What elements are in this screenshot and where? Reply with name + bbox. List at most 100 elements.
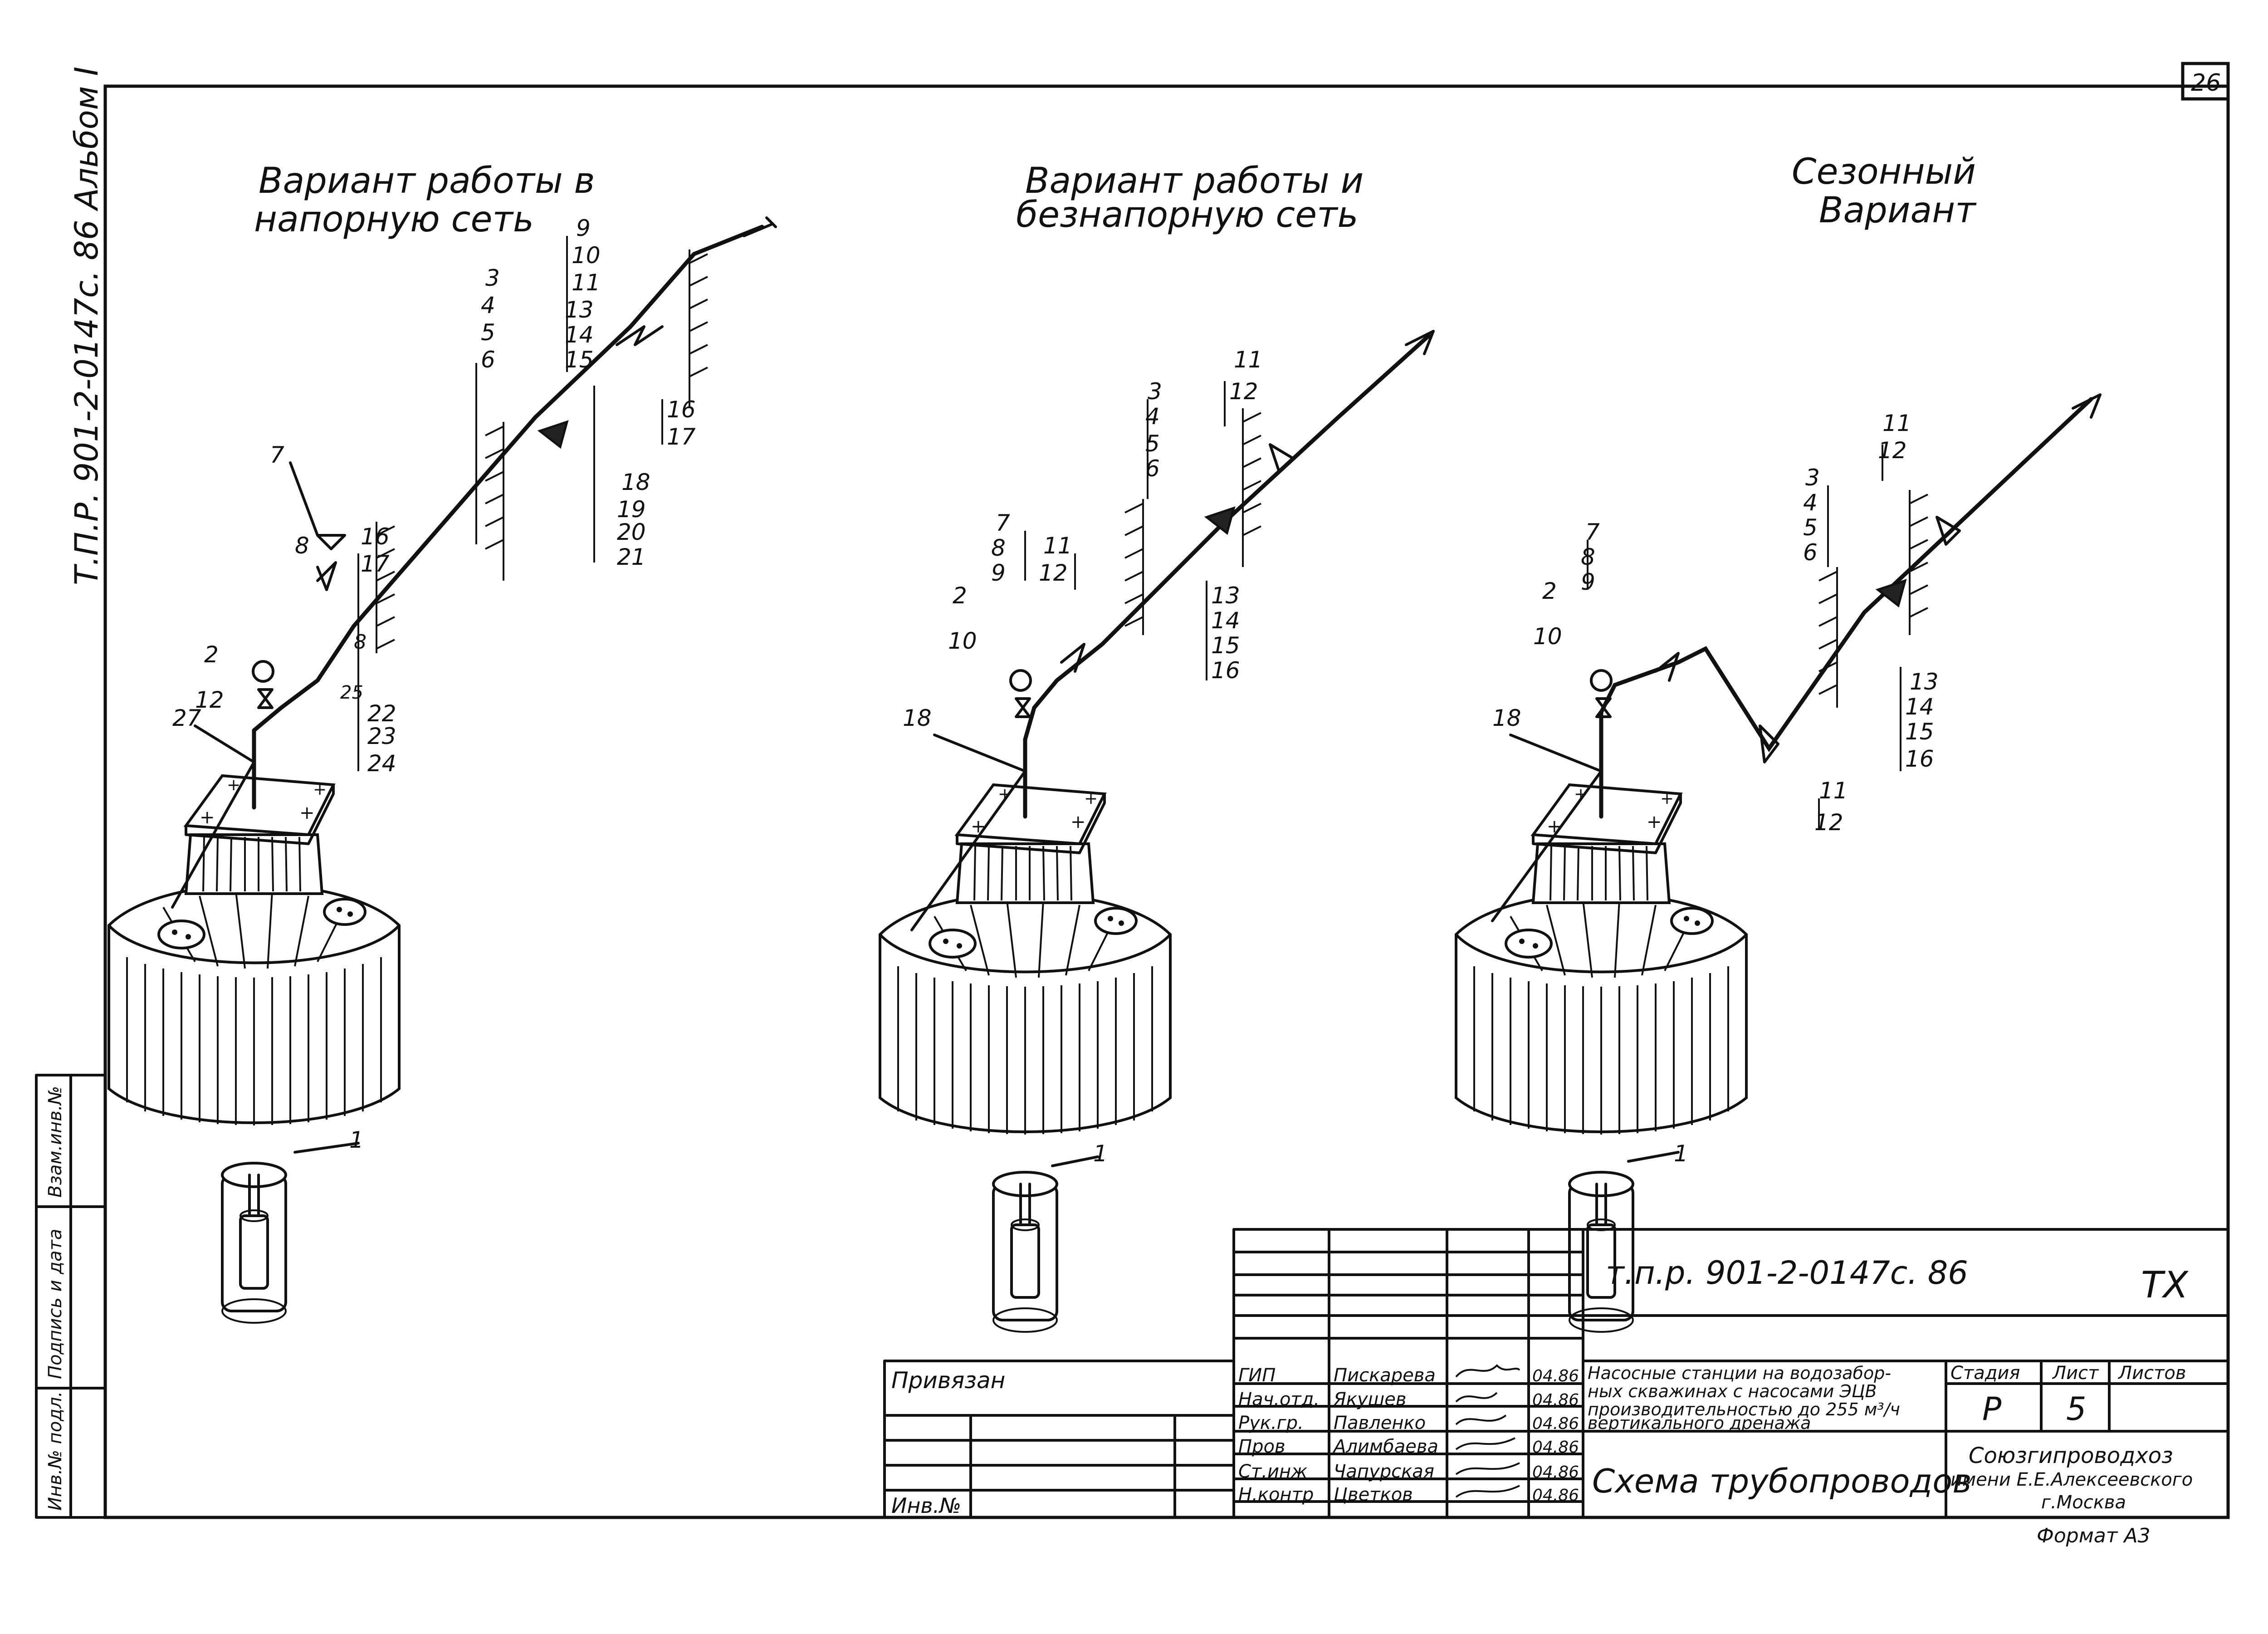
date-n-kontr: 04.86 bbox=[1532, 1486, 1579, 1505]
variant-1-callouts: 1 2 12 27 7 8 16 17 8 25 22 23 24 3 4 5 … bbox=[172, 215, 696, 1153]
stage-value: Р bbox=[1982, 1390, 2002, 1428]
role-prov: Пров bbox=[1238, 1436, 1286, 1457]
object-line-4: вертикального дренажа bbox=[1588, 1413, 1811, 1433]
format-label: Формат А3 bbox=[2037, 1524, 2151, 1547]
name-n-kontr: Цветков bbox=[1334, 1484, 1413, 1505]
variant-1-title-line2: напорную сеть bbox=[254, 199, 534, 240]
v1-label-8b: 8 bbox=[354, 631, 367, 654]
name-st-inzh: Чапурская bbox=[1334, 1461, 1434, 1482]
v1-label-23: 23 bbox=[367, 723, 396, 749]
v3-label-8: 8 bbox=[1581, 544, 1595, 570]
variant-3-scheme bbox=[1456, 393, 2102, 1332]
v1-label-10: 10 bbox=[572, 242, 601, 269]
doc-mark: ТХ bbox=[2141, 1264, 2189, 1306]
v3-label-6: 6 bbox=[1803, 539, 1818, 566]
v1-label-6: 6 bbox=[481, 347, 495, 373]
v3-label-5: 5 bbox=[1803, 514, 1818, 541]
v1-label-11: 11 bbox=[572, 269, 601, 296]
v1-label-16a: 16 bbox=[361, 523, 390, 550]
role-gip: ГИП bbox=[1238, 1365, 1276, 1386]
v3-label-12a: 12 bbox=[1814, 809, 1843, 836]
variant-1-scheme bbox=[109, 216, 777, 1323]
inv-no-label: Инв.№ bbox=[891, 1493, 961, 1518]
v3-label-12b: 12 bbox=[1878, 437, 1907, 464]
v1-label-21: 21 bbox=[617, 544, 646, 570]
v1-label-27: 27 bbox=[172, 705, 201, 731]
v3-label-14: 14 bbox=[1905, 694, 1934, 720]
v3-label-9: 9 bbox=[1581, 569, 1595, 595]
v2-label-15: 15 bbox=[1211, 632, 1240, 659]
stamp-col-sign: Подпись и дата bbox=[45, 1229, 66, 1379]
object-line-2: ных скважинах с насосами ЭЦВ bbox=[1588, 1381, 1877, 1401]
sheet-title: Схема трубопроводов bbox=[1592, 1462, 1972, 1500]
v3-label-11b: 11 bbox=[1882, 410, 1911, 436]
date-st-inzh: 04.86 bbox=[1532, 1463, 1579, 1482]
v3-label-1: 1 bbox=[1674, 1140, 1688, 1167]
v1-label-8: 8 bbox=[295, 533, 309, 559]
v1-label-9: 9 bbox=[576, 215, 591, 241]
side-stamp: Взам.инв.№ Подпись и дата Инв.№ подл. bbox=[35, 1074, 107, 1519]
v2-label-11a: 11 bbox=[1043, 533, 1072, 559]
v1-label-17a: 17 bbox=[361, 551, 390, 577]
v1-label-3: 3 bbox=[485, 265, 500, 291]
v1-label-16b: 16 bbox=[667, 396, 696, 423]
variant-3-title-line2: Вариант bbox=[1819, 190, 1977, 231]
org-line-3: г.Москва bbox=[2041, 1492, 2126, 1513]
v2-label-13: 13 bbox=[1211, 582, 1240, 609]
v1-label-7: 7 bbox=[270, 442, 284, 468]
sheet-frame bbox=[103, 84, 2230, 1519]
v1-label-14: 14 bbox=[565, 322, 594, 348]
variant-3-callouts: 1 18 2 10 7 8 9 11 12 3 4 5 6 11 12 13 1… bbox=[1492, 410, 1939, 1167]
v1-label-2: 2 bbox=[204, 641, 219, 668]
v1-label-24: 24 bbox=[367, 750, 396, 777]
v1-label-19: 19 bbox=[617, 496, 646, 523]
v1-label-20: 20 bbox=[617, 519, 646, 545]
variant-2-title-line1: Вариант работы и bbox=[1025, 161, 1364, 201]
v3-label-4: 4 bbox=[1803, 489, 1818, 516]
v2-label-1: 1 bbox=[1093, 1140, 1108, 1167]
v2-label-4: 4 bbox=[1145, 403, 1160, 430]
v1-label-17b: 17 bbox=[667, 424, 696, 450]
designation: т.п.р. 901-2-0147с. 86 bbox=[1606, 1254, 1968, 1292]
v1-label-18: 18 bbox=[621, 469, 650, 495]
name-gip: Пискарева bbox=[1334, 1365, 1436, 1386]
v2-label-2: 2 bbox=[953, 582, 967, 609]
v2-label-12a: 12 bbox=[1039, 560, 1068, 586]
v3-label-16: 16 bbox=[1905, 746, 1934, 772]
v2-label-12b: 12 bbox=[1229, 378, 1258, 405]
role-ruk-gr: Рук.гр. bbox=[1238, 1413, 1304, 1433]
date-prov: 04.86 bbox=[1532, 1438, 1579, 1457]
privyazan-label: Привязан bbox=[891, 1367, 1005, 1394]
object-line-3: производительностью до 255 м³/ч bbox=[1588, 1399, 1900, 1419]
name-prov: Алимбаева bbox=[1332, 1436, 1438, 1457]
role-n-kontr: Н.контр bbox=[1238, 1484, 1314, 1505]
variant-1-title-line1: Вариант работы в bbox=[259, 161, 595, 201]
lists-header: Листов bbox=[2117, 1363, 2186, 1384]
name-nach-otd: Якушев bbox=[1333, 1389, 1406, 1410]
album-side-text: Т.П.Р. 901-2-0147с. 86 Альбом I bbox=[68, 67, 105, 585]
sheet-number-box bbox=[2181, 62, 2230, 101]
v2-label-16: 16 bbox=[1211, 657, 1240, 684]
name-ruk-gr: Павленко bbox=[1334, 1413, 1426, 1433]
v1-label-5: 5 bbox=[481, 319, 495, 346]
list-value: 5 bbox=[2066, 1390, 2087, 1428]
v2-label-9: 9 bbox=[991, 560, 1006, 586]
role-nach-otd: Нач.отд. bbox=[1238, 1389, 1320, 1410]
date-ruk-gr: 04.86 bbox=[1532, 1414, 1579, 1433]
v2-label-10: 10 bbox=[948, 628, 977, 654]
object-line-1: Насосные станции на водозабор- bbox=[1588, 1363, 1891, 1383]
stamp-col-inv: Инв.№ подл. bbox=[45, 1391, 66, 1511]
variant-2-title-line2: безнапорную сеть bbox=[1016, 195, 1358, 235]
stage-header: Стадия bbox=[1950, 1363, 2020, 1384]
v2-label-11b: 11 bbox=[1234, 347, 1263, 373]
v3-label-13: 13 bbox=[1910, 669, 1939, 695]
v3-label-18: 18 bbox=[1492, 705, 1521, 731]
date-gip: 04.86 bbox=[1532, 1367, 1579, 1385]
v2-label-3: 3 bbox=[1148, 378, 1162, 405]
v2-label-18: 18 bbox=[903, 705, 932, 731]
v3-label-7: 7 bbox=[1585, 519, 1600, 545]
v1-label-22: 22 bbox=[367, 700, 396, 727]
v3-label-3: 3 bbox=[1805, 465, 1820, 491]
date-nach-otd: 04.86 bbox=[1532, 1391, 1579, 1409]
